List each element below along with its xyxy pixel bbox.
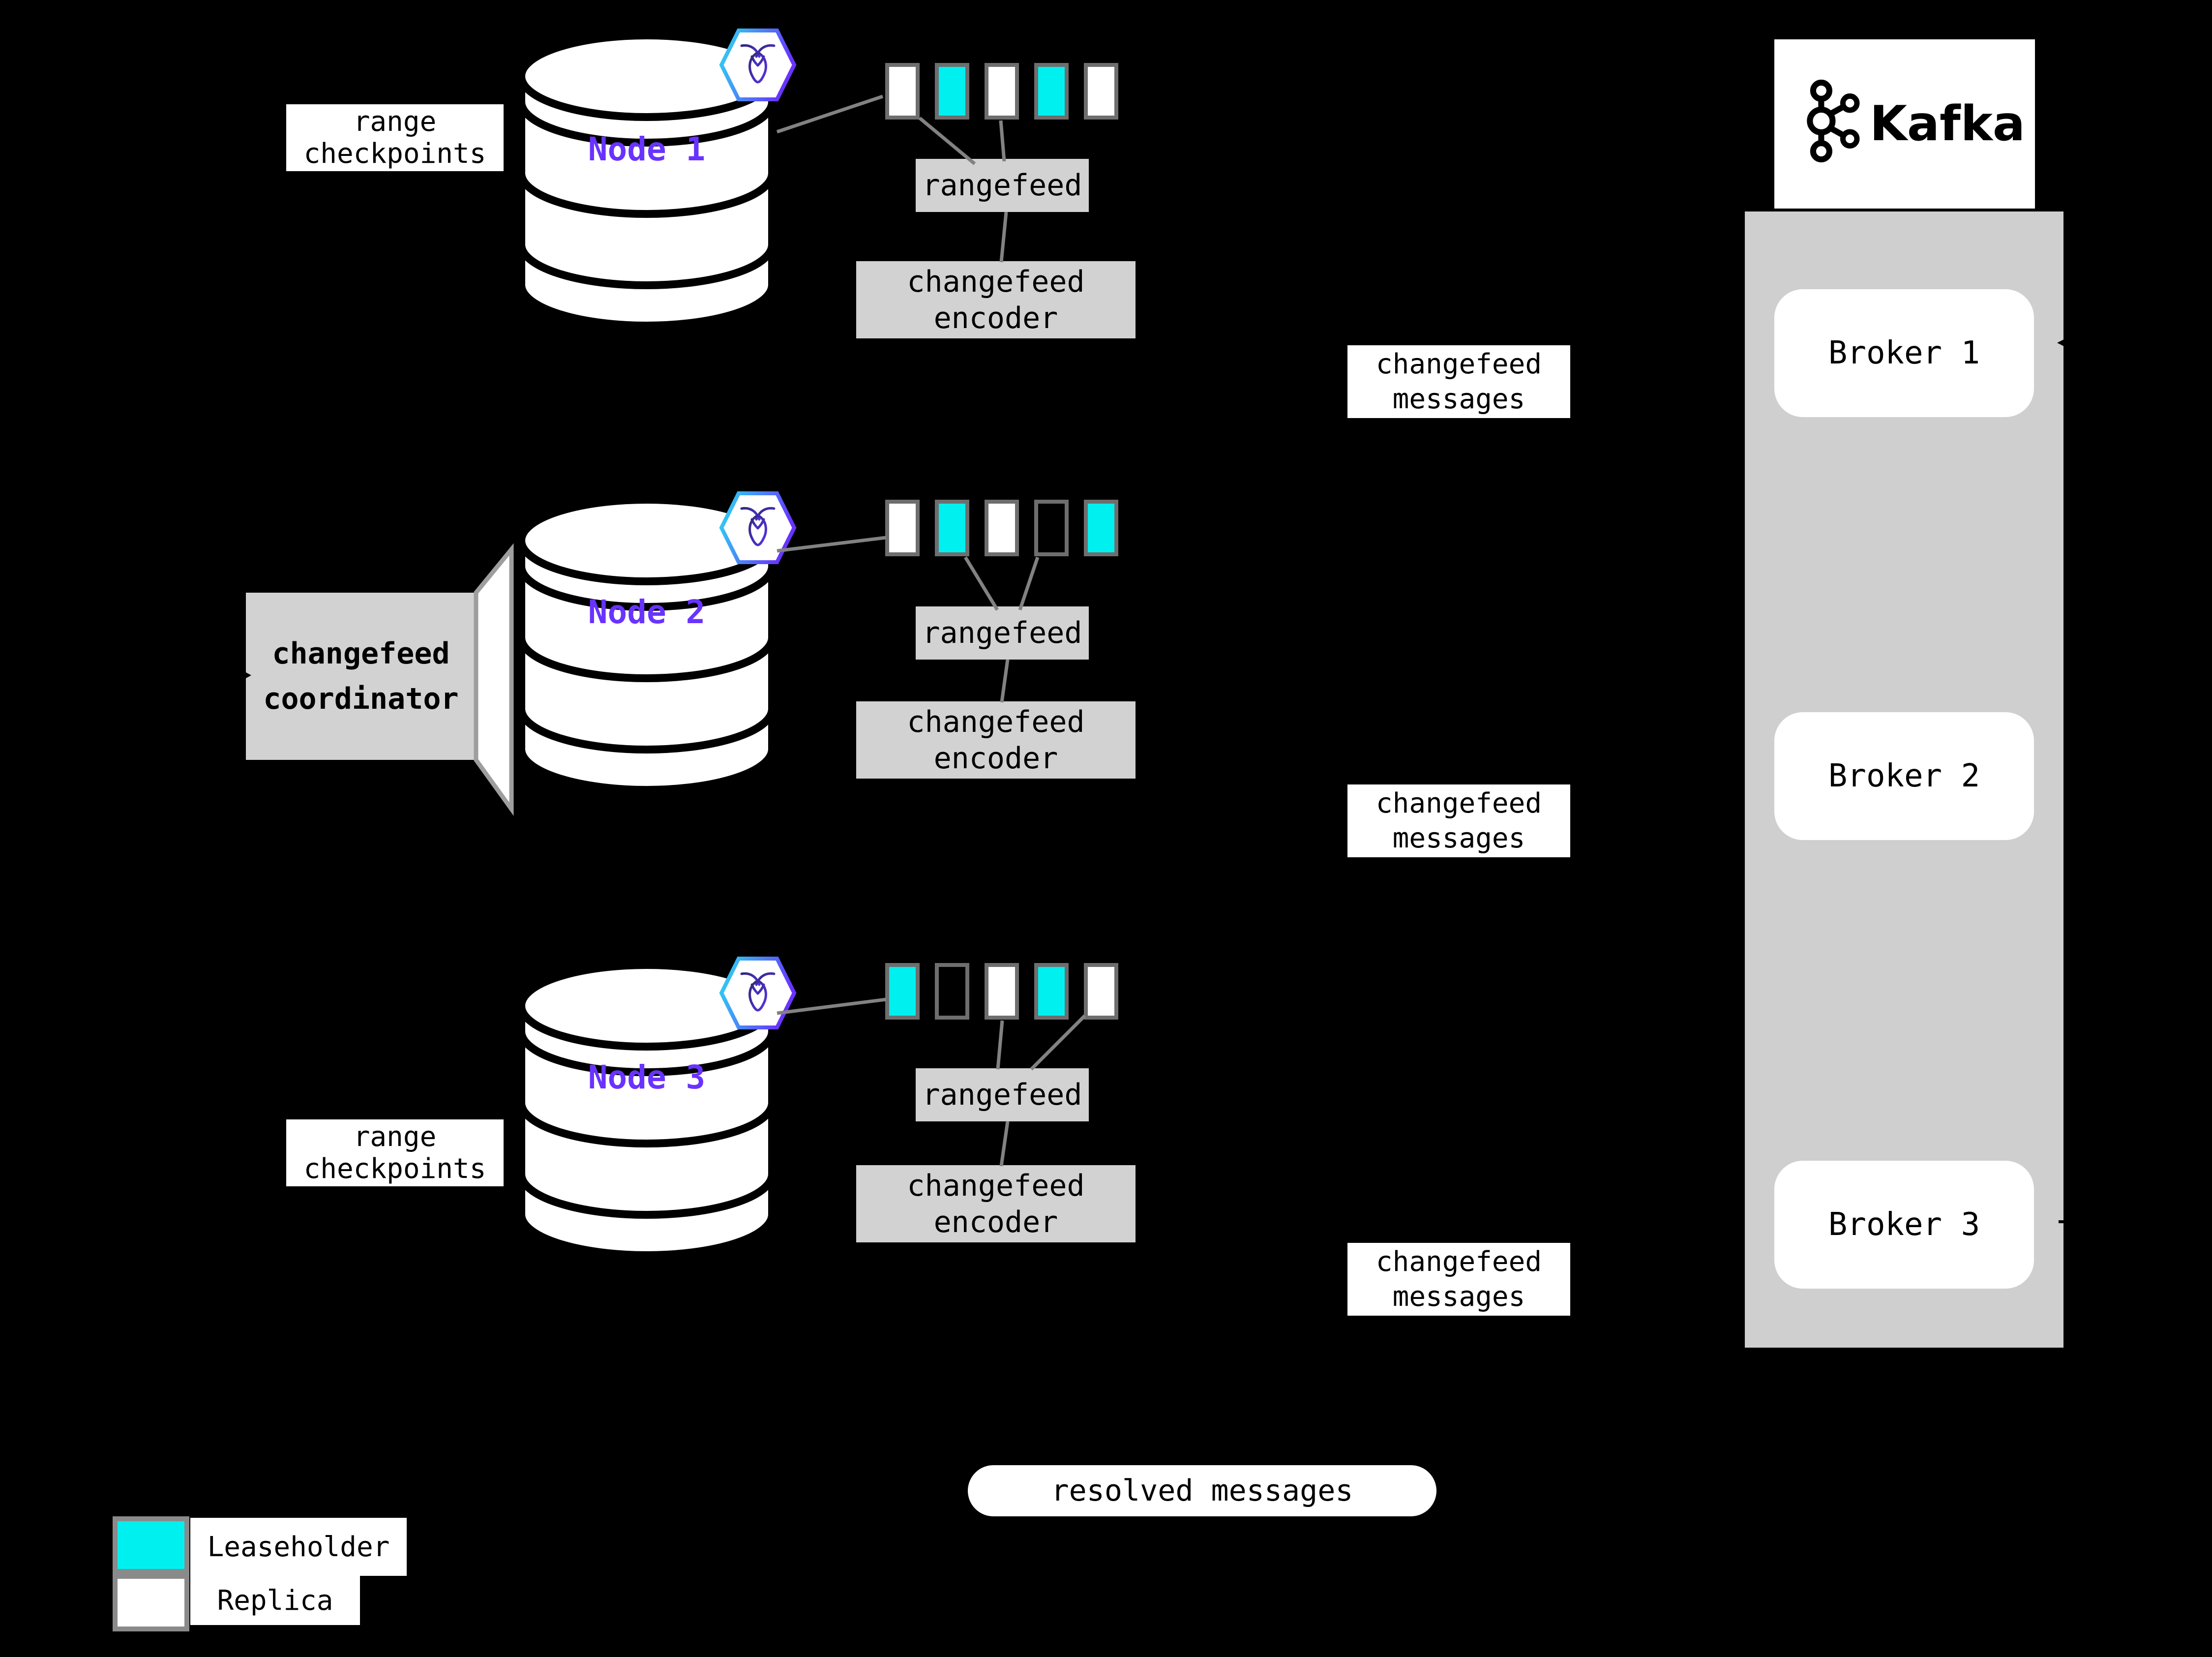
replica-square	[985, 500, 1019, 556]
node3-label: Node 3	[588, 1058, 706, 1096]
node1-label: Node 1	[588, 130, 706, 168]
replica-square	[935, 63, 969, 120]
legend-swatch-replica	[113, 1574, 189, 1631]
rangefeed-text: rangefeed	[922, 616, 1082, 650]
encoder-line2: encoder	[933, 1205, 1058, 1239]
kafka-logo	[1774, 39, 2035, 209]
range-checkpoints-line1: range	[353, 106, 437, 138]
legend-text: Replica	[217, 1584, 333, 1617]
changefeed-coordinator-label: changefeed coordinator	[246, 593, 476, 760]
encoder-line1: changefeed	[907, 1168, 1085, 1203]
range-checkpoints-label-node3: range checkpoints	[286, 1119, 504, 1186]
changefeed-messages-label-node3: changefeed messages	[1347, 1243, 1570, 1316]
broker-2-box: Broker 2	[1774, 712, 2034, 840]
replica-square	[1084, 63, 1118, 120]
range-checkpoints-line2: checkpoints	[303, 138, 486, 170]
broker-label: Broker 3	[1828, 1206, 1980, 1243]
replica-square	[935, 500, 969, 556]
node2-label: Node 2	[588, 593, 706, 631]
broker-label: Broker 1	[1828, 335, 1980, 371]
rangefeed-label-node2: rangefeed	[916, 606, 1089, 660]
replica-square	[1034, 963, 1069, 1020]
replica-square	[1084, 500, 1118, 556]
broker-1-box: Broker 1	[1774, 289, 2034, 417]
rangefeed-text: rangefeed	[922, 1078, 1082, 1112]
replica-square	[1084, 963, 1118, 1020]
replica-square	[885, 500, 920, 556]
resolved-messages-text: resolved messages	[1051, 1474, 1353, 1508]
coordinator-line2: coordinator	[263, 682, 459, 716]
encoder-line2: encoder	[933, 301, 1058, 335]
rangefeed-text: rangefeed	[922, 168, 1082, 203]
node2-database-cylinder	[517, 496, 776, 794]
changefeed-messages-label-node2: changefeed messages	[1347, 784, 1570, 857]
encoder-line2: encoder	[933, 741, 1058, 776]
messages-line1: changefeed	[1375, 1246, 1542, 1278]
legend-label-leaseholder: Leaseholder	[190, 1518, 407, 1576]
messages-line2: messages	[1392, 383, 1525, 415]
cockroachdb-icon	[719, 29, 797, 101]
replica-square	[1034, 63, 1069, 120]
replica-square	[985, 963, 1019, 1020]
coordinator-wedge-pointer	[474, 543, 514, 816]
range-checkpoints-line2: checkpoints	[303, 1153, 486, 1185]
range-checkpoints-line1: range	[353, 1121, 437, 1153]
changefeed-messages-label-node1: changefeed messages	[1347, 345, 1570, 418]
encoder-line1: changefeed	[907, 264, 1085, 299]
broker-3-box: Broker 3	[1774, 1161, 2034, 1289]
rangefeed-label-node3: rangefeed	[916, 1068, 1089, 1121]
legend-label-replica: Replica	[190, 1576, 360, 1625]
resolved-messages-pill: resolved messages	[966, 1463, 1438, 1518]
changefeed-encoder-label-node1: changefeed encoder	[856, 261, 1136, 338]
changefeed-encoder-label-node3: changefeed encoder	[856, 1165, 1136, 1242]
range-checkpoints-label-node1: range checkpoints	[286, 104, 504, 171]
messages-line1: changefeed	[1375, 348, 1542, 380]
messages-line1: changefeed	[1375, 787, 1542, 819]
rangefeed-label-node1: rangefeed	[916, 159, 1089, 212]
cockroachdb-icon	[719, 491, 797, 564]
replica-square	[935, 963, 969, 1020]
encoder-line1: changefeed	[907, 704, 1085, 739]
replica-square	[885, 63, 920, 120]
coordinator-line1: changefeed	[272, 636, 450, 671]
legend-swatch-leaseholder	[113, 1516, 189, 1574]
cockroachdb-icon	[719, 957, 797, 1029]
node1-database-cylinder	[517, 31, 776, 330]
messages-line2: messages	[1392, 1281, 1525, 1313]
replica-square	[885, 963, 920, 1020]
replica-square	[1034, 500, 1069, 556]
kafka-brand-text: Kafka	[1869, 96, 2025, 152]
legend-text: Leaseholder	[207, 1531, 390, 1563]
kafka-icon	[1807, 79, 1860, 163]
messages-line2: messages	[1392, 822, 1525, 854]
changefeed-encoder-label-node2: changefeed encoder	[856, 701, 1136, 779]
replica-square	[985, 63, 1019, 120]
broker-label: Broker 2	[1828, 758, 1980, 794]
